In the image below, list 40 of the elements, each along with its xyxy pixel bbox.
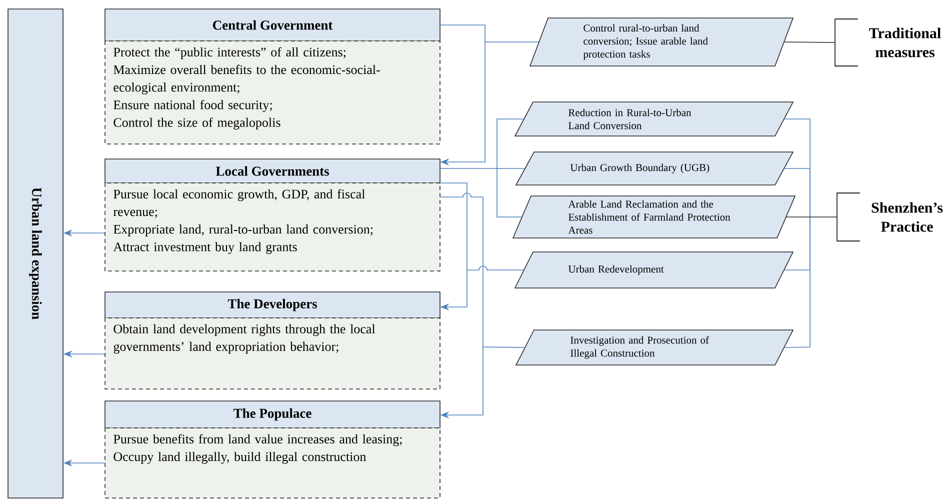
box-heading: The Developers [228,298,317,312]
body-text: Occupy land illegally, build illegal construction [114,452,366,464]
group-label: Shenzhen’s Practice [872,202,943,232]
body-text: Protect the “public interests” of all citizens; [114,47,346,60]
body-text: Ensure national food security; [114,100,272,112]
box-text: Arable Land Reclamation and the Establishment of Farmland Protection Areas [568,200,730,234]
body-text: Expropriate land, rural-to-urban land conversion; [114,224,372,236]
box-text: Control rural-to-urban land conversion; Issue arable land protection tasks [583,24,708,60]
body-text: Control the size of megalopolis [114,118,280,130]
connector-line [784,168,810,218]
body-text: Attract investment buy land grants [113,242,297,254]
connector-line [440,168,526,169]
actor-box [104,292,440,390]
connector-line [482,346,526,348]
connector-line [440,182,468,311]
connector-line [786,216,838,218]
group-label: Traditional measures [869,28,941,58]
bracket-label [834,18,941,66]
bracket-label [836,192,943,242]
actor-box [104,8,440,144]
connector-line [496,118,524,218]
actor-box [104,158,440,272]
side-box: Urban land expansion [8,8,64,498]
body-text: Maximize overall benefits to the economic-social-ecological environment; [114,64,380,94]
actor-box [104,400,440,498]
body-text: Obtain land development rights through the local governments’ land expropriation behavior; [114,324,376,354]
connector-line [440,192,484,419]
box-text: Reduction in Rural-to-Urban Land Conversion [568,108,692,130]
box-text: Urban Redevelopment [568,265,664,275]
connector-line [466,266,524,270]
box-heading: Local Governments [216,166,329,176]
box-text: Investigation and Prosecution of Illegal Construction [570,336,710,359]
box-text: Urban Growth Boundary (UGB) [570,164,710,174]
connector-line [784,216,810,348]
box-heading: The Populace [234,408,312,421]
body-text: Pursue benefits from land value increases and leasing; [114,434,402,446]
connector-line [440,24,486,166]
box-heading: Central Government [213,20,333,30]
connector-line [784,42,836,43]
body-text: Pursue local economic growth, GDP, and fiscal revenue; [113,189,365,218]
